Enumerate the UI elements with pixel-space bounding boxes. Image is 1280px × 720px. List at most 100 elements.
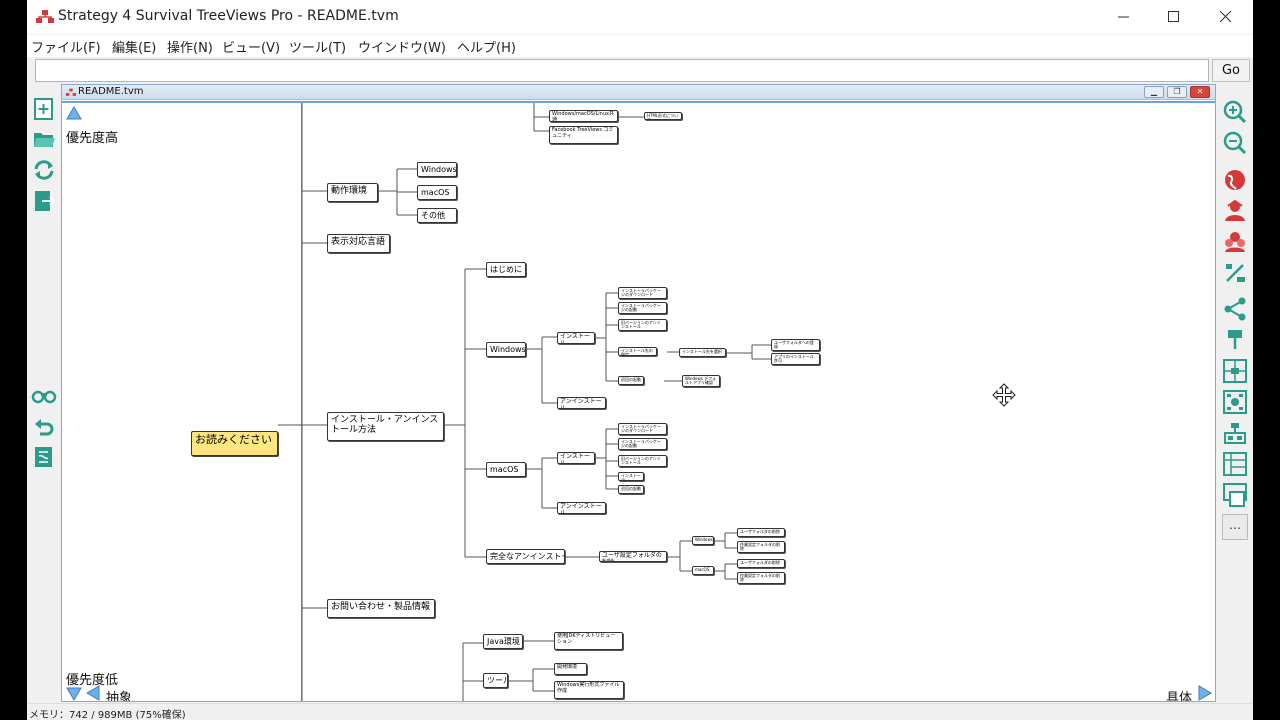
node-java[interactable]: Java環境 xyxy=(483,634,523,649)
node-env-windows[interactable]: Windows xyxy=(417,162,457,177)
script-button[interactable] xyxy=(31,444,57,470)
node-win-old[interactable]: 旧バージョンのアンインストール xyxy=(618,319,667,331)
node-us-mac-user[interactable]: ユーザフォルダの削除 xyxy=(737,559,785,568)
node-tool-dev[interactable]: 開発環境 xyxy=(554,663,587,675)
priority-down-arrow-icon[interactable] xyxy=(66,687,82,701)
node-top-link[interactable]: HTML形式について xyxy=(644,112,682,120)
node-env[interactable]: 動作環境 xyxy=(327,183,378,202)
go-button[interactable]: Go xyxy=(1212,59,1250,82)
node-win-warn[interactable]: Windows デフォルトアプリ確認 xyxy=(682,375,720,387)
node-tool-exe[interactable]: Windows実行形式ファイル作成 xyxy=(554,681,624,699)
node-java-jdk[interactable]: 使用JDKディストリビューション xyxy=(554,632,623,650)
move-cursor-icon xyxy=(992,383,1016,407)
window-title: Strategy 4 Survival TreeViews Pro - READ… xyxy=(58,8,399,24)
org-chart-button[interactable] xyxy=(1222,327,1248,353)
abstract-left-arrow-icon[interactable] xyxy=(86,685,100,701)
node-mac-uninstall[interactable]: アンインストール xyxy=(557,502,606,514)
node-env-macos[interactable]: macOS xyxy=(417,185,457,200)
center-layout-icon xyxy=(1223,359,1247,383)
node-mac-old[interactable]: 旧バージョンのアンインストール xyxy=(618,455,667,467)
node-intro[interactable]: はじめに xyxy=(486,262,526,277)
zoom-out-button[interactable] xyxy=(1222,130,1248,156)
node-mac-dl[interactable]: インストーラパッケージのダウンロード xyxy=(618,423,667,435)
doc-restore-button[interactable]: ❐ xyxy=(1167,86,1187,98)
node-tool[interactable]: ツール xyxy=(483,673,508,688)
node-us-win-user[interactable]: ユーザフォルダの削除 xyxy=(737,528,785,537)
node-us-mac-reg[interactable]: 作業設定フォルダの削除 xyxy=(737,572,785,584)
node-win[interactable]: Windows xyxy=(486,342,526,357)
globe-button[interactable] xyxy=(1222,167,1248,193)
document-window: README.tvm ▁ ❐ ✕ 優先度高 優先度低 抽象 具体 xyxy=(61,84,1216,702)
find-button[interactable] xyxy=(31,382,57,408)
compact-layout-icon xyxy=(1223,483,1247,507)
status-bar: メモリ：742 / 989MB (75%確保) xyxy=(27,703,1253,720)
node-lang[interactable]: 表示対応言語 xyxy=(327,234,390,253)
node-win-dl[interactable]: インストーラパッケージのダウンロード xyxy=(618,287,667,299)
right-toolbar: … xyxy=(1217,86,1253,702)
more-button[interactable]: … xyxy=(1222,514,1248,540)
node-root[interactable]: お読みください xyxy=(191,431,278,456)
tree-layout-button[interactable] xyxy=(1222,420,1248,446)
group-button[interactable] xyxy=(1222,229,1248,255)
node-mac-launch[interactable]: 初回の起動 xyxy=(618,485,644,494)
script-icon xyxy=(35,447,52,467)
node-user-settings-delete[interactable]: ユーザ設定フォルダの削除 xyxy=(599,551,667,562)
org-chart-icon xyxy=(1228,330,1242,349)
minimize-button[interactable] xyxy=(1101,0,1147,34)
export-icon xyxy=(35,191,56,211)
menu-help[interactable]: ヘルプ(H) xyxy=(457,41,516,56)
node-mac-install[interactable]: インストール xyxy=(557,452,595,464)
node-mac-run[interactable]: インストーラパッケージの起動 xyxy=(618,438,667,450)
address-input[interactable] xyxy=(35,59,1209,82)
open-button[interactable] xyxy=(31,126,57,152)
grid-layout-button[interactable] xyxy=(1222,451,1248,477)
node-win-config[interactable]: インストール先の指定 xyxy=(618,347,657,356)
globe-icon xyxy=(1225,170,1245,190)
doc-close-button[interactable]: ✕ xyxy=(1190,86,1210,98)
doc-minimize-button[interactable]: ▁ xyxy=(1144,86,1164,98)
node-win-uninstall[interactable]: アンインストール xyxy=(557,397,606,409)
menu-window[interactable]: ウインドウ(W) xyxy=(358,41,446,56)
node-win-run[interactable]: インストーラパッケージの起動 xyxy=(618,302,667,314)
node-install[interactable]: インストール・アンインストール方法 xyxy=(327,412,444,441)
radial-layout-button[interactable] xyxy=(1222,389,1248,415)
node-win-select[interactable]: インストール先を選択 xyxy=(679,348,726,357)
node-env-other[interactable]: その他 xyxy=(417,208,457,223)
grid-layout-icon xyxy=(1223,452,1247,476)
node-mac[interactable]: macOS xyxy=(486,462,526,477)
node-us-windows[interactable]: Windows xyxy=(692,536,714,545)
node-contact[interactable]: お問い合わせ・製品情報 xyxy=(327,599,435,618)
undo-button[interactable] xyxy=(31,414,57,440)
menu-view[interactable]: ビュー(V) xyxy=(222,41,281,56)
node-top-fb[interactable]: Facebook TreeViews コミュニティ xyxy=(549,126,618,144)
minimize-icon xyxy=(1118,16,1129,18)
menu-file[interactable]: ファイル(F) xyxy=(31,41,101,56)
node-top-common[interactable]: Windows/macOS/Linux共通 xyxy=(549,110,618,122)
node-us-macos[interactable]: macOS xyxy=(692,566,714,575)
node-win-install[interactable]: インストール xyxy=(557,332,595,344)
node-full-uninstall[interactable]: 完全なアンインストール xyxy=(486,549,565,564)
person-button[interactable] xyxy=(1222,198,1248,224)
compact-layout-button[interactable] xyxy=(1222,482,1248,508)
refresh-button[interactable] xyxy=(31,157,57,183)
open-folder-icon xyxy=(34,133,55,147)
percent-button[interactable] xyxy=(1222,260,1248,286)
concrete-right-arrow-icon[interactable] xyxy=(1198,685,1212,701)
zoom-in-button[interactable] xyxy=(1222,99,1248,125)
node-mac-installer[interactable]: インストーラ xyxy=(618,472,644,481)
menu-tools[interactable]: ツール(T) xyxy=(289,41,347,56)
priority-up-arrow-icon[interactable] xyxy=(66,106,82,120)
menu-operation[interactable]: 操作(N) xyxy=(167,41,213,56)
center-layout-button[interactable] xyxy=(1222,358,1248,384)
node-win-folder[interactable]: ユーザフォルダへの登録 xyxy=(771,339,820,351)
node-us-win-reg[interactable]: 作業設定フォルダの削除 xyxy=(737,541,785,553)
node-win-admin[interactable]: アプリのインストール許可 xyxy=(771,353,820,365)
menu-edit[interactable]: 編集(E) xyxy=(112,41,157,56)
new-document-button[interactable] xyxy=(31,96,57,122)
share-button[interactable] xyxy=(1222,296,1248,322)
close-button[interactable] xyxy=(1203,0,1249,34)
node-win-launch[interactable]: 初回の起動 xyxy=(618,376,644,385)
tree-canvas[interactable]: 優先度高 優先度低 抽象 具体 xyxy=(62,101,1215,701)
maximize-button[interactable] xyxy=(1151,0,1197,34)
export-button[interactable] xyxy=(31,188,57,214)
